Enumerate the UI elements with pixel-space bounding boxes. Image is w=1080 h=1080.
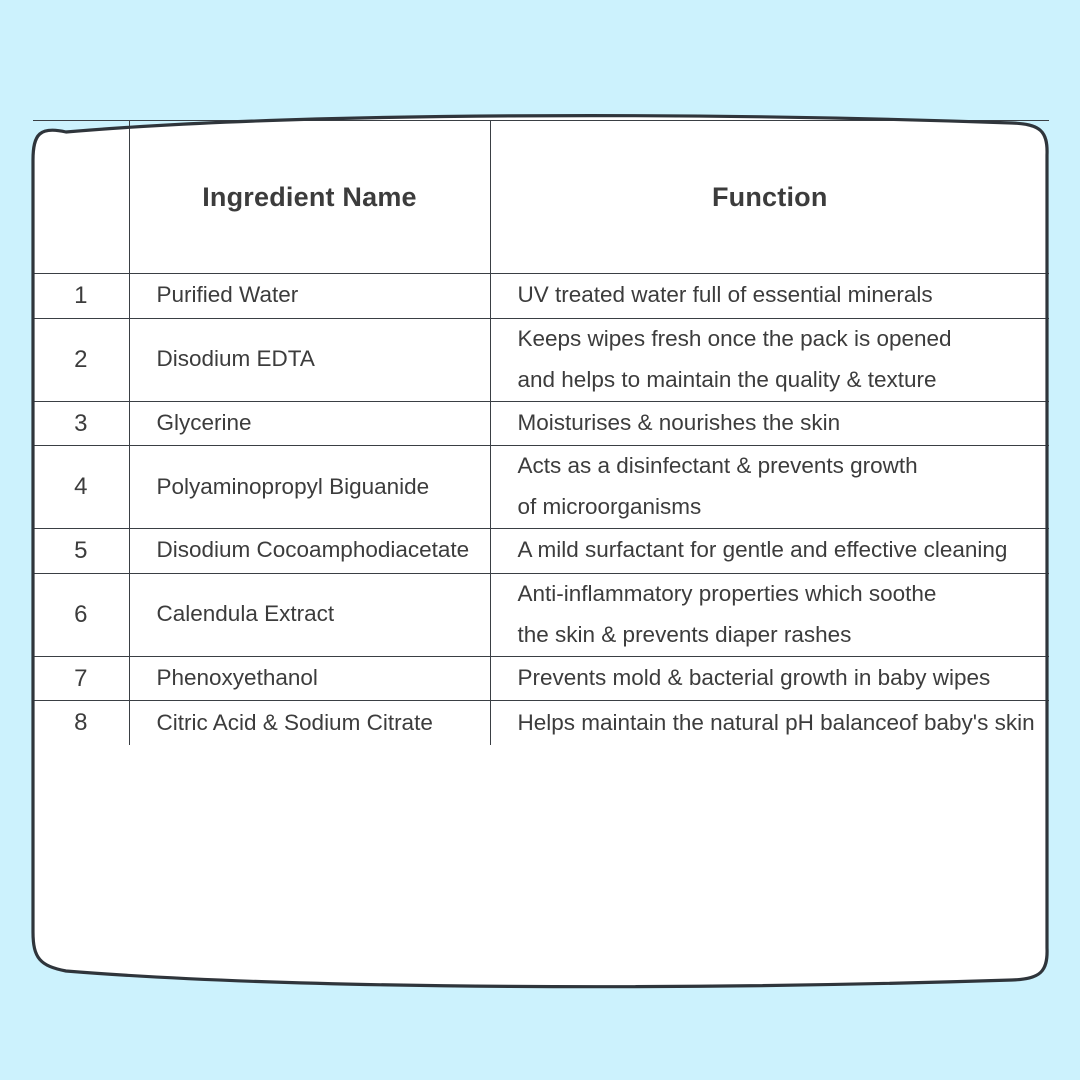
function-line: Helps maintain the natural pH balanceof … — [517, 709, 1035, 735]
ingredient-name-text: Glycerine — [156, 409, 252, 435]
function-line: of microorganisms — [517, 494, 702, 520]
cell-index: 6 — [33, 572, 130, 657]
table-row: 1 Purified Water UV treated water full o… — [33, 273, 1049, 319]
cell-ingredient-name: Polyaminopropyl Biguanide — [128, 445, 491, 530]
table-row: 5 Disodium Cocoamphodiacetate A mild sur… — [33, 528, 1049, 574]
function-line: Acts as a disinfectant & prevents growth — [517, 453, 918, 479]
function-line: Anti-inflammatory properties which sooth… — [517, 580, 937, 606]
cell-ingredient-name: Glycerine — [128, 400, 491, 447]
ingredient-name-text: Calendula Extract — [156, 601, 335, 627]
cell-function: Helps maintain the natural pH balanceof … — [489, 700, 1049, 745]
table-row: 2 Disodium EDTA Keeps wipes fresh once t… — [33, 317, 1049, 402]
cell-ingredient-name: Disodium Cocoamphodiacetate — [128, 528, 491, 574]
table-header: Ingredient Name Function — [33, 120, 1049, 274]
cell-function: Prevents mold & bacterial growth in baby… — [489, 655, 1049, 702]
cell-index: 1 — [33, 273, 130, 319]
table-row: 3 Glycerine Moisturises & nourishes the … — [33, 400, 1049, 447]
header-cell-index — [33, 120, 130, 274]
table-container: Ingredient Name Function 1 Purified Wate… — [33, 120, 1049, 990]
ingredient-name-text: Disodium EDTA — [156, 346, 315, 372]
function-line: Keeps wipes fresh once the pack is opene… — [517, 325, 952, 351]
header-row: Ingredient Name Function — [33, 120, 1049, 274]
table-row: 8 Citric Acid & Sodium Citrate Helps mai… — [33, 700, 1049, 745]
ingredient-name-text: Purified Water — [156, 282, 299, 308]
function-line: and helps to maintain the quality & text… — [517, 366, 937, 392]
cell-index: 2 — [33, 317, 130, 402]
table-row: 6 Calendula Extract Anti-inflammatory pr… — [33, 572, 1049, 657]
cell-index: 4 — [33, 445, 130, 530]
function-line: Moisturises & nourishes the skin — [517, 409, 841, 435]
cell-ingredient-name: Phenoxyethanol — [128, 655, 491, 702]
ingredient-name-text: Disodium Cocoamphodiacetate — [156, 537, 470, 563]
function-line: A mild surfactant for gentle and effecti… — [517, 537, 1008, 563]
cell-function: UV treated water full of essential miner… — [489, 273, 1049, 319]
ingredient-name-text: Polyaminopropyl Biguanide — [156, 473, 430, 499]
function-line: UV treated water full of essential miner… — [517, 282, 933, 308]
cell-ingredient-name: Calendula Extract — [128, 572, 491, 657]
cell-ingredient-name: Purified Water — [128, 273, 491, 319]
table-row: 4 Polyaminopropyl Biguanide Acts as a di… — [33, 445, 1049, 530]
function-line: Prevents mold & bacterial growth in baby… — [517, 665, 991, 690]
ingredient-name-text: Phenoxyethanol — [156, 665, 318, 690]
table-row: 7 Phenoxyethanol Prevents mold & bacteri… — [33, 655, 1049, 702]
ingredient-table: Ingredient Name Function 1 Purified Wate… — [33, 120, 1049, 745]
cell-function: Keeps wipes fresh once the pack is opene… — [489, 317, 1049, 402]
function-line: the skin & prevents diaper rashes — [517, 621, 852, 647]
header-cell-function: Function — [489, 120, 1049, 274]
cell-function: A mild surfactant for gentle and effecti… — [489, 528, 1049, 574]
header-cell-ingredient-name: Ingredient Name — [128, 120, 491, 274]
cell-index: 3 — [33, 400, 130, 447]
table-body: 1 Purified Water UV treated water full o… — [33, 273, 1049, 745]
cell-index: 5 — [33, 528, 130, 574]
cell-function: Acts as a disinfectant & prevents growth… — [489, 445, 1049, 530]
cell-function: Anti-inflammatory properties which sooth… — [489, 572, 1049, 657]
cell-ingredient-name: Disodium EDTA — [128, 317, 491, 402]
cell-function: Moisturises & nourishes the skin — [489, 400, 1049, 447]
ingredient-name-text: Citric Acid & Sodium Citrate — [156, 709, 433, 735]
cell-ingredient-name: Citric Acid & Sodium Citrate — [128, 700, 491, 745]
cell-index: 8 — [33, 700, 130, 745]
cell-index: 7 — [33, 655, 130, 702]
